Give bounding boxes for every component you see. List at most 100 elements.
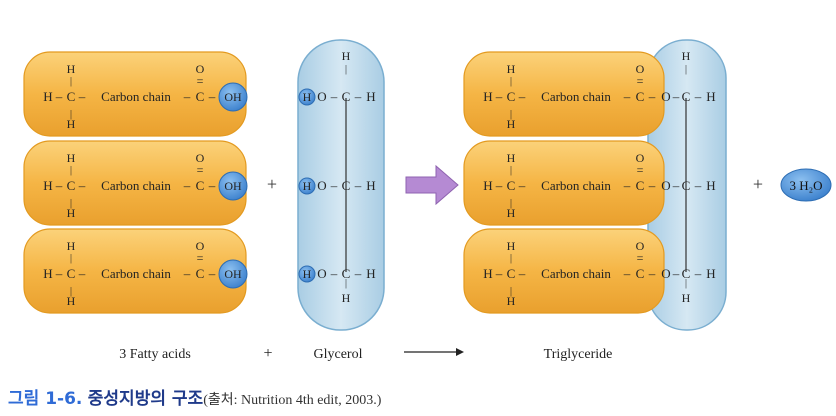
bond-vertical: | bbox=[70, 253, 72, 264]
hydrogen-left: H bbox=[43, 89, 52, 104]
bond-dash: – bbox=[495, 89, 503, 104]
label-plus: + bbox=[263, 345, 272, 362]
hydroxyl-group: OH bbox=[224, 179, 242, 193]
oxygen-carbonyl: O bbox=[196, 151, 205, 165]
figure-caption: 그림 1-6. 중성지방의 구조(출처: Nutrition 4th edit,… bbox=[8, 384, 381, 409]
glycerol-carbon: C bbox=[342, 266, 351, 281]
glycerol-carbon: C bbox=[342, 178, 351, 193]
hydrogen-bottom: H bbox=[507, 294, 516, 308]
oxygen-carbonyl: O bbox=[636, 239, 645, 253]
label-glycerol: Glycerol bbox=[314, 347, 363, 362]
carbon-atom: C bbox=[507, 266, 516, 281]
bond-dash: – bbox=[495, 266, 503, 281]
label-triglyceride: Triglyceride bbox=[544, 347, 613, 362]
hydrogen-bottom: H bbox=[507, 117, 516, 131]
hydroxyl-group: OH bbox=[224, 90, 242, 104]
bond-dash: – bbox=[78, 89, 86, 104]
bond-vertical: | bbox=[510, 286, 512, 297]
double-bond: = bbox=[637, 163, 644, 177]
label-arrow-head bbox=[456, 348, 464, 356]
bond-vertical: | bbox=[510, 253, 512, 264]
glycerol-oxygen: O bbox=[317, 89, 326, 104]
fatty-acid-blob bbox=[463, 51, 665, 137]
hydrogen-bottom: H bbox=[67, 206, 76, 220]
bond-vertical: | bbox=[70, 76, 72, 87]
glycerol-oxygen: O bbox=[317, 266, 326, 281]
carbon-atom: C bbox=[507, 178, 516, 193]
carbon-chain-label: Carbon chain bbox=[101, 89, 171, 104]
ester-oxygen: O bbox=[661, 178, 670, 193]
triglyceride-glycerol: H||HC–HC–HC–H bbox=[682, 49, 716, 305]
bond-dash: – bbox=[330, 266, 338, 281]
carbon-chain-label: Carbon chain bbox=[101, 178, 171, 193]
bond-vertical: | bbox=[510, 165, 512, 176]
water-label: 3 H₂O bbox=[789, 178, 822, 193]
hydroxyl-highlight bbox=[218, 171, 248, 201]
bond-dash: – bbox=[518, 89, 526, 104]
bond-dash: – bbox=[55, 89, 63, 104]
double-bond: = bbox=[637, 251, 644, 265]
bond-dash: – bbox=[672, 89, 680, 104]
bond-vertical: | bbox=[70, 165, 72, 176]
glycerol-hydrogen-right: H bbox=[366, 89, 375, 104]
hydrogen-top: H bbox=[67, 239, 76, 253]
carbon-atom: C bbox=[67, 178, 76, 193]
carbonyl-carbon: C bbox=[636, 266, 645, 281]
bond-dash: – bbox=[694, 266, 702, 281]
bond-dash: – bbox=[354, 178, 362, 193]
hydrogen-top: H bbox=[67, 62, 76, 76]
fatty-acid-blob bbox=[463, 228, 665, 314]
glycerol-hydrogen: H bbox=[303, 90, 312, 104]
hydroxyl-highlight bbox=[218, 82, 248, 112]
hydrogen-bottom: H bbox=[67, 294, 76, 308]
fatty-acid-blob bbox=[463, 140, 665, 226]
carbonyl-carbon: C bbox=[196, 266, 205, 281]
bond-dash: – bbox=[623, 178, 631, 193]
glycerol-hydrogen-right: H bbox=[706, 266, 715, 281]
oxygen-carbonyl: O bbox=[196, 239, 205, 253]
hydrogen-left: H bbox=[483, 178, 492, 193]
carbonyl-carbon: C bbox=[196, 89, 205, 104]
double-bond: = bbox=[197, 251, 204, 265]
triglyceride-fatty-chains: H|H–C–Carbon chain–|HO=C–O–H|H–C–Carbon … bbox=[463, 51, 680, 314]
bond-dash: – bbox=[672, 178, 680, 193]
glycerol-hydrogen: H bbox=[303, 179, 312, 193]
plus-sign: + bbox=[267, 174, 277, 194]
hydrogen-left: H bbox=[483, 89, 492, 104]
glycerol-hydrogen-right: H bbox=[706, 178, 715, 193]
hydroxyl-group: OH bbox=[224, 267, 242, 281]
hydrogen-top: H bbox=[67, 151, 76, 165]
bond-vertical: | bbox=[510, 198, 512, 209]
hydrogen-top: H bbox=[507, 62, 516, 76]
water-molecule bbox=[780, 168, 832, 202]
bond-dash: – bbox=[208, 89, 216, 104]
bond-dash: – bbox=[694, 178, 702, 193]
hydrogen-top: H bbox=[507, 239, 516, 253]
bond-dash: – bbox=[354, 266, 362, 281]
oxygen-carbonyl: O bbox=[636, 151, 645, 165]
glycerol-hydrogen-bottom: H bbox=[342, 291, 351, 305]
hydrogen-bottom: H bbox=[67, 117, 76, 131]
bond-dash: – bbox=[330, 178, 338, 193]
bond-dash: – bbox=[648, 178, 656, 193]
hydrogen-left: H bbox=[43, 266, 52, 281]
glycerol-carbon: C bbox=[682, 178, 691, 193]
oxygen-carbonyl: O bbox=[196, 62, 205, 76]
glycerol-blob bbox=[297, 39, 385, 331]
hydrogen-top: H bbox=[507, 151, 516, 165]
oxygen-carbonyl: O bbox=[636, 62, 645, 76]
bond-vertical: | bbox=[70, 109, 72, 120]
hydrogen-left: H bbox=[483, 266, 492, 281]
bond-dash: – bbox=[495, 178, 503, 193]
bond-dash: – bbox=[518, 266, 526, 281]
glycerol-hydrogen-right: H bbox=[706, 89, 715, 104]
bond-dash: – bbox=[183, 89, 191, 104]
bond-vertical: | bbox=[685, 278, 687, 289]
fatty-acids-group: H|H–C–Carbon chain–|HO=C–OHH|H–C–Carbon … bbox=[23, 51, 248, 314]
carbonyl-carbon: C bbox=[196, 178, 205, 193]
bond-dash: – bbox=[518, 178, 526, 193]
bond-dash: – bbox=[55, 178, 63, 193]
carbon-chain-label: Carbon chain bbox=[541, 178, 611, 193]
bond-vertical: | bbox=[70, 198, 72, 209]
